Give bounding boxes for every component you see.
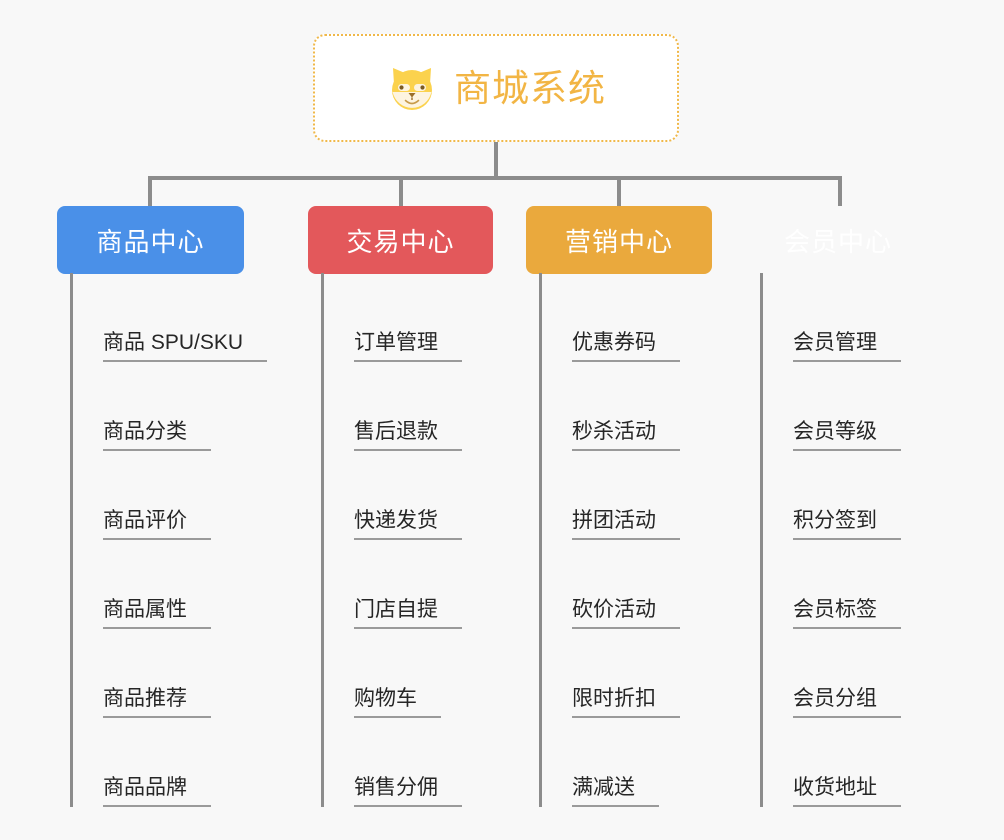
leaf-label: 商品推荐 <box>103 687 211 718</box>
leaf-column-trade-center: 订单管理 售后退款 快递发货 门店自提 购物车 销售分佣 <box>321 273 571 807</box>
list-item[interactable]: 拼团活动 <box>542 451 789 540</box>
connector-drop-1 <box>148 176 152 206</box>
list-item[interactable]: 收货地址 <box>763 718 1004 807</box>
category-title-marketing-center: 营销中心 <box>564 226 673 257</box>
leaf-label: 限时折扣 <box>572 687 680 718</box>
leaf-label: 购物车 <box>354 687 441 718</box>
leaf-label: 砍价活动 <box>572 598 680 629</box>
list-item[interactable]: 商品推荐 <box>73 629 320 718</box>
leaf-label: 满减送 <box>572 776 659 807</box>
list-item[interactable]: 会员等级 <box>763 362 1004 451</box>
leaf-label: 秒杀活动 <box>572 420 680 451</box>
category-title-member-center: 会员中心 <box>783 226 892 257</box>
leaf-label: 商品品牌 <box>103 776 211 807</box>
category-box-marketing-center[interactable]: 营销中心 <box>526 206 712 274</box>
list-item[interactable]: 积分签到 <box>763 451 1004 540</box>
leaf-label: 会员标签 <box>793 598 901 629</box>
leaf-label: 销售分佣 <box>354 776 462 807</box>
leaf-label: 订单管理 <box>354 331 462 362</box>
list-item[interactable]: 优惠券码 <box>542 273 789 362</box>
leaf-label: 会员管理 <box>793 331 901 362</box>
list-item[interactable]: 商品属性 <box>73 540 320 629</box>
category-title-product-center: 商品中心 <box>96 226 205 257</box>
list-item[interactable]: 商品品牌 <box>73 718 320 807</box>
list-item[interactable]: 购物车 <box>324 629 571 718</box>
list-item[interactable]: 会员分组 <box>763 629 1004 718</box>
list-item[interactable]: 快递发货 <box>324 451 571 540</box>
list-item[interactable]: 限时折扣 <box>542 629 789 718</box>
leaf-column-marketing-center: 优惠券码 秒杀活动 拼团活动 砍价活动 限时折扣 满减送 <box>539 273 789 807</box>
category-title-trade-center: 交易中心 <box>346 226 455 257</box>
leaf-label: 优惠券码 <box>572 331 680 362</box>
list-item[interactable]: 销售分佣 <box>324 718 571 807</box>
root-node[interactable]: 商城系统 <box>313 34 679 142</box>
leaf-label: 商品属性 <box>103 598 211 629</box>
leaf-label: 快递发货 <box>354 509 462 540</box>
list-item[interactable]: 会员标签 <box>763 540 1004 629</box>
list-item[interactable]: 秒杀活动 <box>542 362 789 451</box>
leaf-label: 收货地址 <box>793 776 901 807</box>
leaf-label: 积分签到 <box>793 509 901 540</box>
list-item[interactable]: 满减送 <box>542 718 789 807</box>
category-box-product-center[interactable]: 商品中心 <box>57 206 244 274</box>
list-item[interactable]: 砍价活动 <box>542 540 789 629</box>
list-item[interactable]: 门店自提 <box>324 540 571 629</box>
leaf-label: 商品分类 <box>103 420 211 451</box>
leaf-label: 会员分组 <box>793 687 901 718</box>
leaf-label: 商品评价 <box>103 509 211 540</box>
list-item[interactable]: 商品分类 <box>73 362 320 451</box>
list-item[interactable]: 商品评价 <box>73 451 320 540</box>
leaf-column-product-center: 商品 SPU/SKU 商品分类 商品评价 商品属性 商品推荐 商品品牌 <box>70 273 320 807</box>
category-box-trade-center[interactable]: 交易中心 <box>308 206 493 274</box>
leaf-label: 会员等级 <box>793 420 901 451</box>
root-title: 商城系统 <box>454 67 606 109</box>
list-item[interactable]: 商品 SPU/SKU <box>73 273 320 362</box>
shiba-dog-icon <box>386 62 438 114</box>
leaf-label: 门店自提 <box>354 598 462 629</box>
list-item[interactable]: 订单管理 <box>324 273 571 362</box>
category-box-member-center[interactable]: 会员中心 <box>745 206 931 274</box>
leaf-column-member-center: 会员管理 会员等级 积分签到 会员标签 会员分组 收货地址 <box>760 273 1004 807</box>
connector-root-stem <box>494 142 498 179</box>
leaf-label: 商品 SPU/SKU <box>103 331 268 362</box>
connector-drop-2 <box>399 176 403 206</box>
connector-horizontal-bus <box>148 176 842 180</box>
leaf-label: 拼团活动 <box>572 509 680 540</box>
leaf-label: 售后退款 <box>354 420 462 451</box>
connector-drop-3 <box>617 176 621 206</box>
list-item[interactable]: 会员管理 <box>763 273 1004 362</box>
connector-drop-4 <box>838 176 842 206</box>
list-item[interactable]: 售后退款 <box>324 362 571 451</box>
